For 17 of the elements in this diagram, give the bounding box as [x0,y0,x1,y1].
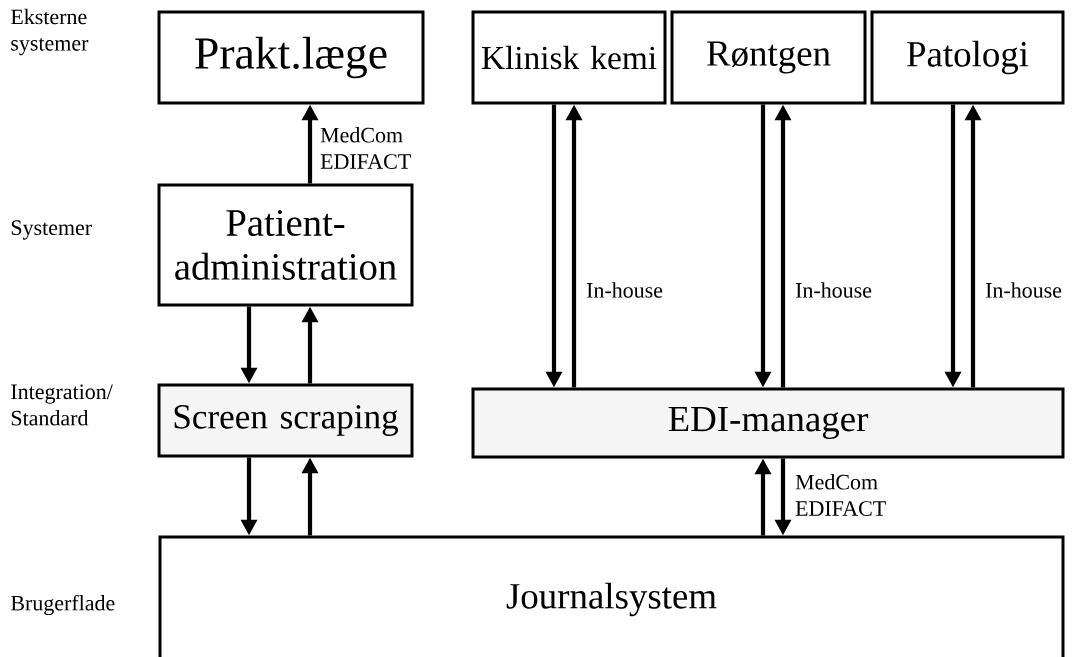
edge-label: In-house [586,282,663,298]
edge-label: MedCom EDIFACT [795,474,886,516]
system-box: Patient- administration [157,183,414,307]
row-label: Brugerflade [11,594,115,616]
system-box: Patologi [870,10,1065,105]
system-box: Klinisk kemi [471,10,667,105]
edge-label: In-house [985,282,1062,298]
row-label: Integration/ Standard [11,384,113,426]
system-box: Prakt.læge [157,10,425,105]
edge-label: In-house [795,282,872,298]
edge-label: MedCom EDIFACT [320,127,411,169]
integration-box: Screen scraping [157,383,414,458]
journal-box: Journalsystem [158,535,1065,657]
row-label: Eksterne systemer [11,8,89,56]
integration-box: EDI-manager [471,387,1065,459]
system-box: Røntgen [670,10,867,105]
row-label: Systemer [11,220,92,240]
